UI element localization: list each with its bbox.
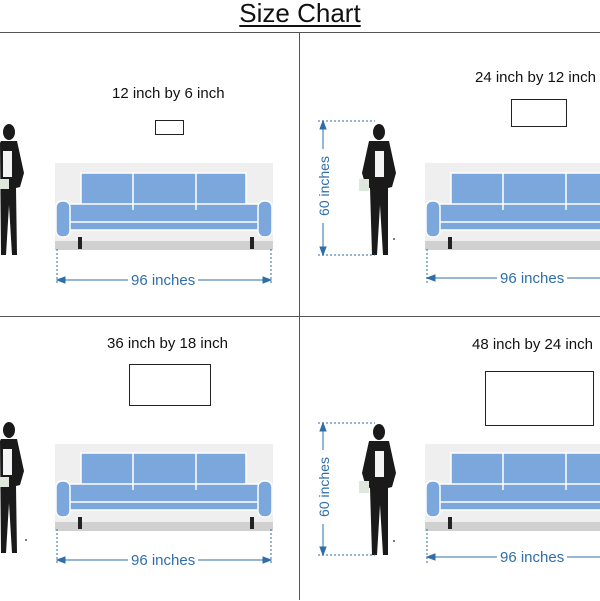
scene-illustration — [318, 421, 600, 563]
size-label: 36 inch by 18 inch — [107, 335, 228, 352]
center-divider — [299, 32, 300, 600]
sofa-legs — [78, 237, 254, 249]
height-label: 60 inches — [316, 450, 332, 524]
sofa-legs — [448, 517, 452, 529]
height-label: 60 inches — [316, 149, 332, 223]
floor-strip — [425, 522, 600, 531]
woman-silhouette — [0, 124, 24, 255]
size-panel-12x6: 12 inch by 6 inch 96 inches — [0, 33, 300, 317]
size-label: 12 inch by 6 inch — [112, 85, 225, 102]
scene-illustration — [0, 422, 273, 565]
sofa-legs — [78, 517, 254, 529]
artwork-outline — [155, 120, 184, 135]
woman-silhouette — [359, 124, 396, 255]
page-title: Size Chart — [239, 0, 361, 28]
size-label: 48 inch by 24 inch — [472, 336, 593, 353]
artwork-outline — [485, 371, 594, 426]
artwork-outline — [129, 364, 211, 406]
width-label: 96 inches — [128, 272, 199, 289]
width-label: 96 inches — [497, 549, 568, 566]
sofa — [55, 452, 273, 518]
sofa — [425, 172, 600, 238]
floor-strip — [55, 241, 273, 250]
woman-silhouette — [0, 422, 27, 553]
woman-silhouette — [359, 424, 396, 555]
middle-divider — [0, 316, 600, 317]
floor-strip — [55, 522, 273, 531]
floor-strip — [425, 241, 600, 250]
size-panel-48x24: 48 inch by 24 inch 60 inches 96 inches — [300, 317, 600, 601]
top-divider — [0, 32, 600, 33]
width-label: 96 inches — [128, 552, 199, 569]
scene-illustration — [0, 124, 273, 285]
sofa-legs — [448, 237, 452, 249]
scene-illustration — [318, 119, 600, 283]
size-panel-36x18: 36 inch by 18 inch 96 inches — [0, 317, 300, 601]
width-label: 96 inches — [497, 270, 568, 287]
sofa — [425, 452, 600, 518]
sofa — [55, 172, 273, 238]
size-panel-24x12: 24 inch by 12 inch 60 inches 96 inches — [300, 33, 600, 317]
artwork-outline — [511, 99, 567, 127]
size-label: 24 inch by 12 inch — [475, 69, 596, 86]
